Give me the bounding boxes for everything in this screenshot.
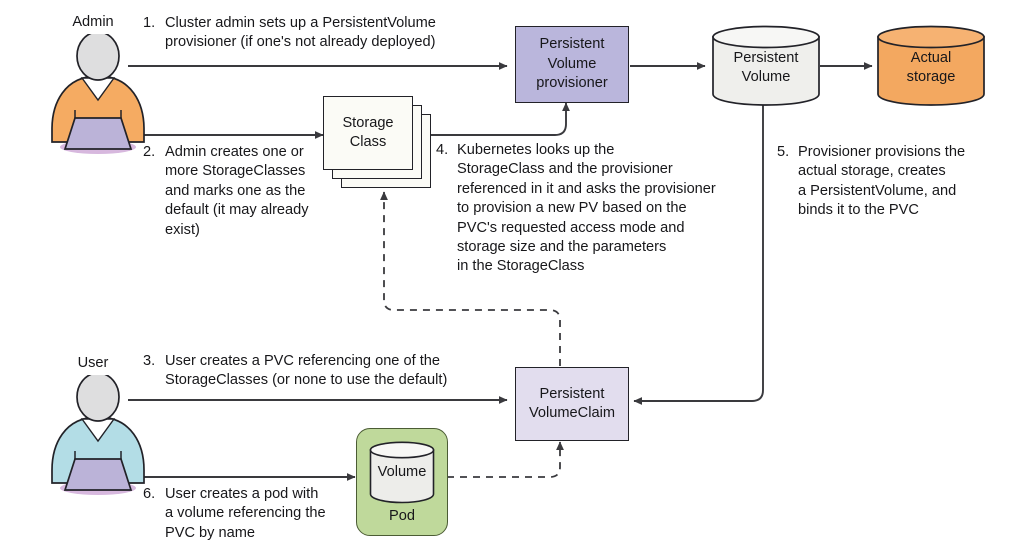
actualstorage-shape xyxy=(877,25,985,106)
step-3-number: 3. xyxy=(143,353,156,369)
step-6: 6. User creates a pod with a volume refe… xyxy=(143,485,385,543)
user-head xyxy=(76,375,120,422)
step-4-text: Kubernetes looks up the StorageClass and… xyxy=(457,142,716,275)
step-2-number: 2. xyxy=(143,144,156,160)
persistentvolume-provisioner-box[interactable]: Persistent Volume provisioner xyxy=(515,26,629,103)
actualstorage-label: Actual storage xyxy=(906,50,956,86)
admin-label: Admin xyxy=(72,14,114,30)
persistentvolumeclaim-box[interactable]: Persistent VolumeClaim xyxy=(515,367,629,441)
dashed-volume-to-pvc xyxy=(447,441,564,478)
storageclass-stack: Storage Class xyxy=(323,96,433,194)
step-1-text: Cluster admin sets up a PersistentVolume… xyxy=(165,15,436,51)
volume-label: Volume xyxy=(377,464,427,480)
step-2-text: Admin creates one or more StorageClasses… xyxy=(165,144,309,238)
step-5-number: 5. xyxy=(777,144,790,160)
step-3-text: User creates a PVC referencing one of th… xyxy=(165,353,448,389)
persistentvolume-cylinder[interactable]: Persistent Volume xyxy=(711,25,821,106)
user-laptop xyxy=(63,458,133,491)
user-label: User xyxy=(77,355,109,371)
step-4-number: 4. xyxy=(436,142,449,158)
pod-label: Pod xyxy=(389,508,415,524)
admin-laptop xyxy=(63,117,133,150)
user-figure xyxy=(51,375,145,495)
admin-figure xyxy=(51,34,145,154)
step-2: 2. Admin creates one or more StorageClas… xyxy=(143,143,365,240)
volume-shape xyxy=(369,441,435,504)
arrow-pv-binds-pvc xyxy=(633,104,764,405)
volume-cylinder[interactable]: Volume xyxy=(369,441,435,504)
step-5: 5. Provisioner provisions the actual sto… xyxy=(777,143,1018,221)
step-3: 3. User creates a PVC referencing one of… xyxy=(143,352,545,391)
admin-head xyxy=(76,34,120,81)
persistentvolume-shape xyxy=(712,25,820,106)
step-6-number: 6. xyxy=(143,486,156,502)
persistentvolume-label: Persistent Volume xyxy=(733,50,799,86)
step-4: 4. Kubernetes looks up the StorageClass … xyxy=(436,141,767,277)
storageclass-box[interactable]: Storage Class xyxy=(323,96,413,170)
step-6-text: User creates a pod with a volume referen… xyxy=(165,486,326,541)
step-1-number: 1. xyxy=(143,15,156,31)
step-1: 1. Cluster admin sets up a PersistentVol… xyxy=(143,14,545,53)
step-5-text: Provisioner provisions the actual storag… xyxy=(798,144,966,219)
arrow-storageclass-to-provisioner xyxy=(426,102,570,136)
actualstorage-cylinder[interactable]: Actual storage xyxy=(876,25,986,106)
